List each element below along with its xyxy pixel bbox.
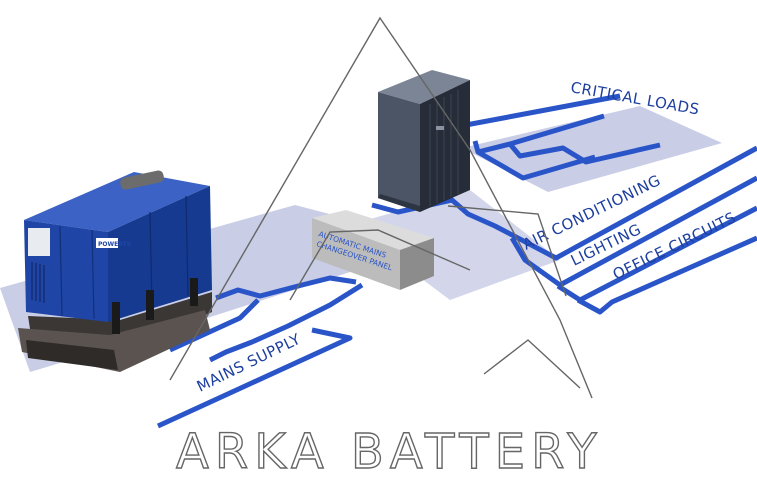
generator: POWERTS <box>18 170 212 372</box>
generator-control-box <box>28 228 50 256</box>
server-rack <box>378 70 470 212</box>
watermark-logo <box>169 16 593 399</box>
mains-supply-cables <box>156 275 364 429</box>
watermark-text: ARKA BATTERY <box>176 424 603 480</box>
floor-plane-center <box>350 190 560 300</box>
critical-loads-cables <box>449 93 661 181</box>
changeover-panel: AUTOMATIC MAINS CHANGEOVER PANEL <box>312 210 434 290</box>
generator-exhaust <box>120 170 164 190</box>
floor-plane-right <box>462 106 722 192</box>
generator-brand: POWERTS <box>98 241 131 248</box>
distribution-cables <box>371 145 757 315</box>
